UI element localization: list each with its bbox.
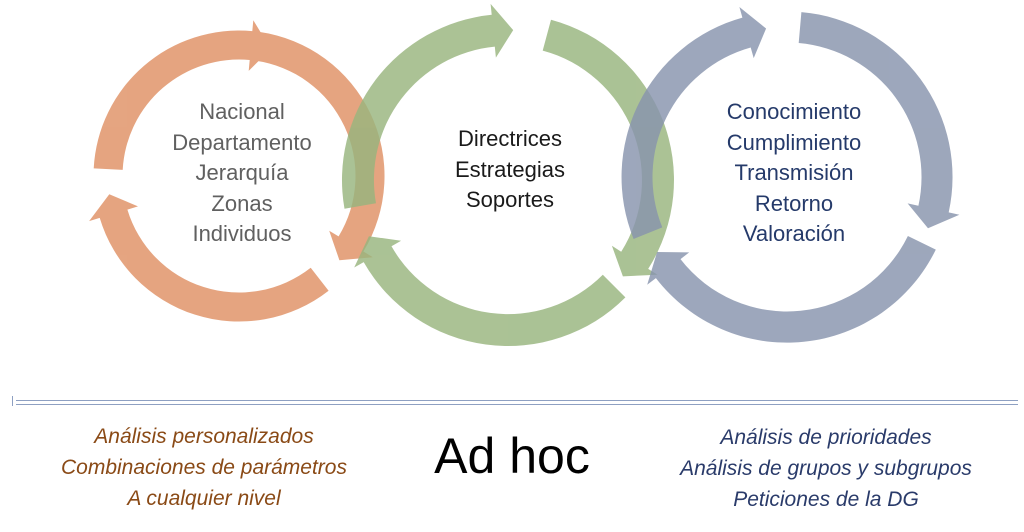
cycle-rings-diagram bbox=[89, 3, 960, 347]
ring-3-line: Valoración bbox=[742, 221, 846, 246]
bottom-left-item: A cualquier nivel bbox=[127, 487, 281, 510]
ring-1-arrow-1 bbox=[255, 31, 385, 261]
ring-3-arrow-2 bbox=[647, 236, 936, 343]
divider-line bbox=[16, 400, 1018, 401]
ring-3-line: Cumplimiento bbox=[726, 129, 862, 155]
ring-2-arrow-3 bbox=[341, 3, 514, 209]
ring-3-arrow-3 bbox=[621, 7, 767, 239]
ring-2-line: Directrices bbox=[458, 126, 562, 151]
ring-2-text: Directrices Estrategias Soportes bbox=[410, 124, 610, 216]
bottom-right-item: Análisis de grupos y subgrupos bbox=[680, 457, 972, 480]
ring-3-text: Conocimiento Cumplimiento Transmisión Re… bbox=[694, 97, 894, 250]
ring-1-line: Zonas bbox=[211, 190, 273, 216]
divider-tick bbox=[12, 396, 13, 406]
bottom-right-item: Peticiones de la DG bbox=[733, 488, 919, 511]
ring-1-line: Jerarquía bbox=[195, 160, 289, 185]
ring-1 bbox=[89, 20, 385, 322]
ring-3 bbox=[621, 7, 960, 343]
bottom-left-item: Análisis personalizados bbox=[94, 425, 314, 448]
ring-3-line: Transmisión bbox=[734, 160, 854, 185]
divider-line bbox=[16, 404, 1018, 405]
ring-1-line: Departamento bbox=[172, 129, 312, 155]
ring-3-line: Conocimiento bbox=[726, 99, 862, 124]
ring-2-arrow-2 bbox=[354, 236, 626, 347]
ring-1-text: Nacional Departamento Jerarquía Zonas In… bbox=[142, 97, 342, 250]
ring-1-arrow-2 bbox=[89, 194, 329, 322]
section-divider bbox=[12, 396, 1018, 408]
ring-1-arrow-3 bbox=[93, 20, 271, 170]
bottom-left-item: Combinaciones de parámetros bbox=[61, 456, 347, 479]
ring-3-line: Retorno bbox=[754, 190, 834, 216]
ring-1-line: Nacional bbox=[199, 99, 285, 124]
ad-hoc-title: Ad hoc bbox=[434, 428, 590, 484]
ring-2-line: Soportes bbox=[465, 187, 555, 212]
ring-3-arrow-1 bbox=[798, 12, 960, 229]
bottom-left-list: Análisis personalizados Combinaciones de… bbox=[14, 421, 394, 514]
ring-2-line: Estrategias bbox=[454, 156, 566, 182]
bottom-right-item: Análisis de prioridades bbox=[720, 426, 932, 449]
bottom-right-list: Análisis de prioridades Análisis de grup… bbox=[636, 422, 1016, 515]
ring-1-line: Individuos bbox=[192, 221, 292, 246]
